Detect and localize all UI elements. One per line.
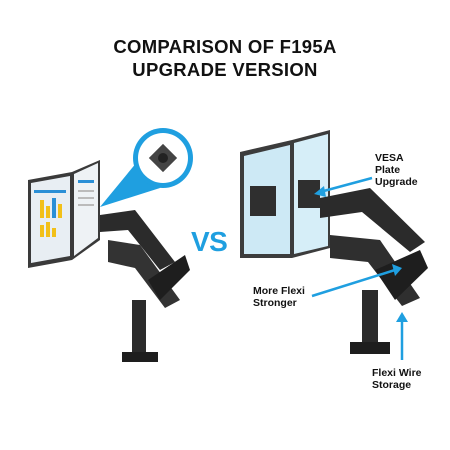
left-pole (132, 300, 146, 358)
page-title-line-1: COMPARISON OF F195A (113, 36, 337, 57)
right-pole (362, 290, 378, 348)
old-version-product-image (28, 128, 193, 362)
vesa-callout-line-3: Upgrade (375, 176, 418, 188)
flexi-arrow-icon (311, 268, 396, 298)
flexi-callout-line-2: Stronger (253, 297, 297, 309)
vesa-plate-left (250, 186, 276, 216)
left-upper-arm (100, 210, 175, 270)
vesa-callout-line-1: VESA (375, 152, 404, 164)
right-elbow (375, 250, 428, 300)
vesa-arrow-icon (319, 176, 373, 194)
vesa-callout-line-2: Plate (375, 164, 401, 176)
right-monitor-screen (74, 163, 98, 256)
page-title-line-2: UPGRADE VERSION (132, 59, 318, 80)
vs-label: VS (191, 226, 228, 257)
wire-callout-line-2: Storage (372, 379, 412, 391)
wire-callout: Flexi Wire Storage (372, 367, 422, 391)
flexi-callout: More Flexi Stronger (253, 285, 305, 309)
vesa-plate-right (298, 180, 320, 208)
vesa-callout: VESA Plate Upgrade (375, 152, 418, 188)
right-upper-arm (320, 188, 425, 252)
left-clamp (122, 352, 158, 362)
right-clamp (350, 342, 390, 354)
upgrade-version-product-image (240, 130, 428, 360)
left-monitor-screen (31, 176, 70, 263)
flexi-callout-line-1: More Flexi (253, 285, 305, 297)
left-elbow (148, 255, 190, 300)
wire-callout-line-1: Flexi Wire (372, 367, 422, 379)
screen-chart-bars (34, 180, 94, 237)
